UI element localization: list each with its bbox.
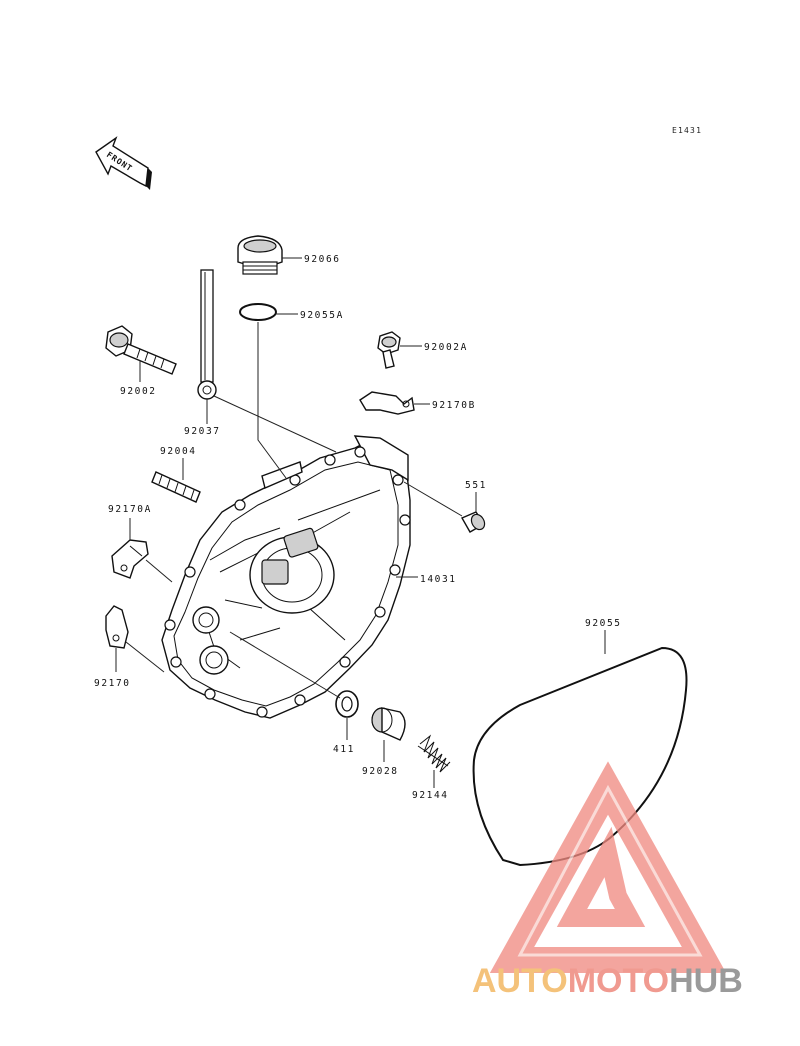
stud-92004 — [151, 471, 201, 503]
label-14031: 14031 — [420, 574, 457, 585]
bolt-92002 — [105, 325, 177, 375]
dipstick-92037 — [197, 269, 217, 400]
label-92170A: 92170A — [108, 504, 152, 515]
label-92037: 92037 — [184, 426, 221, 437]
watermark-moto: MOTO — [567, 962, 670, 1000]
front-arrow-icon: FRONT — [95, 136, 152, 190]
label-92055A: 92055A — [300, 310, 344, 321]
spring-92144 — [417, 734, 451, 773]
label-92170B: 92170B — [432, 400, 476, 411]
label-92002A: 92002A — [424, 342, 468, 353]
clutch-cover-14031 — [161, 435, 411, 719]
label-92170: 92170 — [94, 678, 131, 689]
clamp-92170A — [111, 539, 149, 579]
watermark-text: AUTOMOTOHUB — [472, 962, 743, 1001]
label-92144: 92144 — [412, 790, 449, 801]
label-92028: 92028 — [362, 766, 399, 777]
label-411: 411 — [333, 744, 355, 755]
filler-cap-92066 — [237, 235, 283, 275]
collar-92028 — [371, 707, 406, 741]
clamp-92170 — [105, 605, 129, 649]
diagram-code: E1431 — [672, 126, 702, 135]
label-92055: 92055 — [585, 618, 622, 629]
washer-411 — [335, 690, 359, 718]
dowel-551 — [461, 511, 486, 533]
watermark-logo — [489, 761, 727, 973]
label-92004: 92004 — [160, 446, 197, 457]
bolt-92002A — [377, 331, 401, 369]
watermark-hub: HUB — [669, 962, 743, 1000]
label-92002: 92002 — [120, 386, 157, 397]
o-ring-92055A — [239, 303, 277, 321]
label-92066: 92066 — [304, 254, 341, 265]
clamp-92170B — [359, 391, 415, 415]
label-551: 551 — [465, 480, 487, 491]
watermark-auto: AUTO — [472, 962, 568, 1000]
